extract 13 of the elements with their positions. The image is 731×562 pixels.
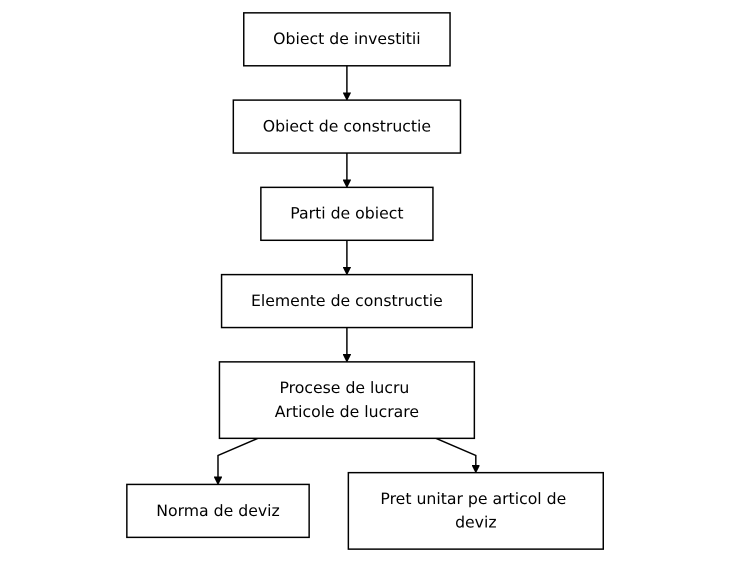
node-box: Parti de obiect [260,186,434,242]
arrow [343,328,352,362]
node-box: Norma de deviz [126,484,310,538]
arrow [436,438,481,474]
node-box: Procese de lucru Articole de lucrare [219,361,476,440]
node-box: Obiect de constructie [233,99,462,154]
arrow [343,66,352,100]
arrow [343,240,352,276]
node-box: Pret unitar pe articol de deviz [348,472,604,550]
node-box: Elemente de constructie [221,274,474,328]
node-box: Obiect de investitii [243,12,452,67]
arrow [214,438,259,485]
arrow [343,153,352,188]
